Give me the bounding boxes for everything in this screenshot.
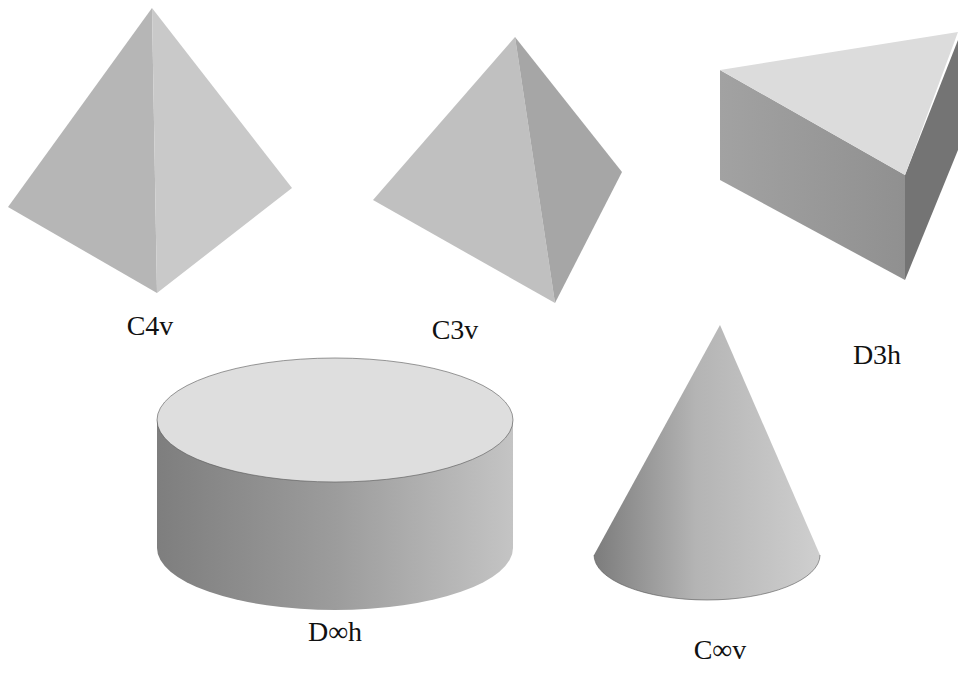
point-group-label: D3h xyxy=(853,339,901,371)
cylinder xyxy=(157,358,513,610)
triangular-prism xyxy=(720,32,958,280)
point-group-label: D∞h xyxy=(308,616,362,648)
point-group-label: C3v xyxy=(432,314,479,346)
square-pyramid xyxy=(8,8,292,293)
point-group-label: C4v xyxy=(127,310,174,342)
cone xyxy=(594,325,820,600)
point-group-label: C∞v xyxy=(694,634,747,666)
triangular-pyramid xyxy=(373,37,622,303)
